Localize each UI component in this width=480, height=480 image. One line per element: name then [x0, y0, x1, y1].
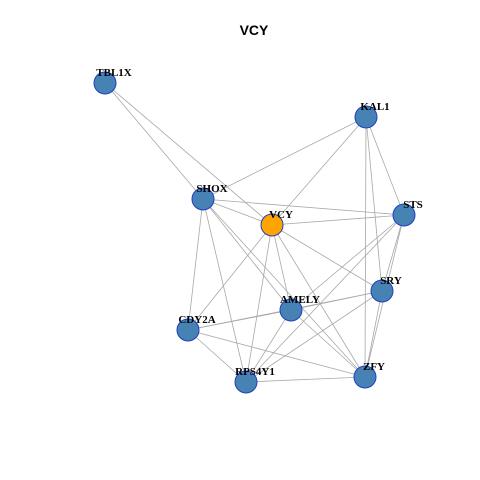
edge-rps4y1-zfy [245, 376, 366, 383]
node-label: AMELY [280, 294, 320, 306]
node-shox: SHOX [191, 183, 228, 211]
node-circle [354, 105, 378, 129]
edge-layer [104, 82, 405, 383]
edge-sry-zfy [364, 290, 383, 378]
node-cdy2a: CDY2A [176, 314, 216, 342]
node-kal1: KAL1 [354, 101, 390, 129]
edge-cdy2a-zfy [187, 329, 366, 378]
edge-kal1-sts [365, 116, 405, 216]
node-label: RPS4Y1 [235, 366, 275, 378]
edge-kal1-sry [365, 116, 383, 292]
node-amely: AMELY [279, 294, 320, 322]
node-sts: STS [392, 199, 423, 227]
edge-cdy2a-rps4y1 [187, 329, 247, 383]
node-label: STS [403, 199, 423, 211]
node-circle [392, 203, 416, 227]
node-label: SHOX [196, 183, 227, 195]
node-tbl1x: TBL1X [93, 67, 132, 95]
edge-tbl1x-vcy [104, 82, 273, 226]
node-label: ZFY [363, 361, 385, 373]
edge-vcy-sry [271, 224, 383, 292]
edge-shox-vcy [202, 198, 273, 226]
edge-vcy-sts [271, 214, 405, 226]
edge-amely-cdy2a [187, 309, 292, 331]
edge-shox-rps4y1 [202, 198, 247, 383]
node-circle [353, 365, 377, 389]
edge-sts-rps4y1 [245, 214, 405, 383]
node-label: TBL1X [96, 67, 132, 79]
edge-vcy-rps4y1 [245, 224, 273, 383]
edge-shox-zfy [202, 198, 366, 378]
edge-sry-rps4y1 [245, 290, 383, 383]
node-circle [93, 71, 117, 95]
node-label: KAL1 [360, 101, 389, 113]
edge-vcy-amely [271, 224, 292, 311]
edge-sts-sry [381, 214, 405, 292]
node-vcy: VCY [260, 209, 293, 237]
node-zfy: ZFY [353, 361, 385, 389]
node-circle [260, 213, 284, 237]
edge-vcy-zfy [271, 224, 366, 378]
node-label: VCY [269, 209, 293, 221]
node-circle [279, 298, 303, 322]
node-circle [370, 279, 394, 303]
node-rps4y1: RPS4Y1 [234, 366, 275, 394]
edge-vcy-cdy2a [187, 224, 273, 331]
edge-amely-rps4y1 [245, 309, 292, 383]
edge-kal1-vcy [271, 116, 367, 226]
edge-shox-amely [202, 198, 292, 311]
node-label: SRY [380, 275, 402, 287]
node-sry: SRY [370, 275, 402, 303]
graph-title: VCY [240, 22, 269, 38]
edge-sts-amely [290, 214, 405, 311]
edge-shox-cdy2a [187, 198, 204, 331]
edge-kal1-shox [202, 116, 367, 200]
node-circle [176, 318, 200, 342]
edge-amely-zfy [290, 309, 366, 378]
edge-shox-sts [202, 198, 405, 216]
edge-tbl1x-shox [104, 82, 204, 200]
node-circle [191, 187, 215, 211]
node-label: CDY2A [178, 314, 215, 326]
node-circle [234, 370, 258, 394]
